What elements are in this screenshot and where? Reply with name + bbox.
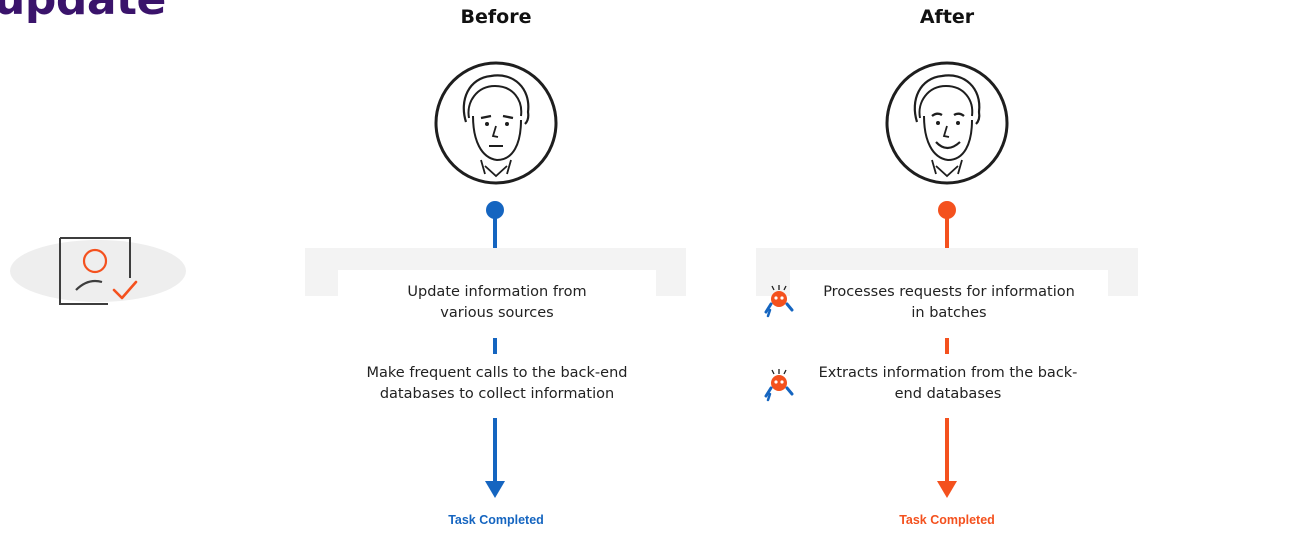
- before-start-dot: [486, 201, 504, 219]
- before-arrow-head: [485, 481, 505, 498]
- before-line-3: [493, 418, 497, 482]
- after-step-1: Processes requests for information in ba…: [790, 270, 1108, 324]
- before-step-2-line-2: databases to collect information: [379, 386, 615, 402]
- after-line-3: [945, 418, 949, 482]
- before-step-1-line-1: Update information from: [407, 284, 587, 300]
- after-step-2-line-2: end databases: [894, 386, 1002, 402]
- after-step-2-line-1: Extracts information from the back-: [818, 365, 1078, 381]
- after-step-1-line-2: in batches: [911, 305, 987, 321]
- before-step-1: Update information from various sources: [338, 270, 656, 324]
- before-step-2-line-1: Make frequent calls to the back-end: [366, 365, 628, 381]
- before-step-1-line-2: various sources: [440, 305, 554, 321]
- neutral-face-avatar: [434, 61, 558, 185]
- after-result: Task Completed: [899, 513, 995, 527]
- after-step-1-line-1: Processes requests for information: [823, 284, 1075, 300]
- before-result: Task Completed: [448, 513, 544, 527]
- before-avatar: [433, 60, 559, 186]
- after-avatar: [884, 60, 1010, 186]
- user-check-icon: [59, 237, 138, 305]
- bot-icon: [764, 285, 794, 318]
- before-line-2: [493, 338, 497, 354]
- smiling-face-avatar: [885, 61, 1009, 185]
- after-line-2: [945, 338, 949, 354]
- after-step-2: Extracts information from the back- end …: [796, 363, 1100, 405]
- after-heading: After: [919, 6, 975, 28]
- emblem: [10, 237, 186, 305]
- bot-icon: [764, 369, 794, 402]
- before-step-2: Make frequent calls to the back-end data…: [320, 363, 674, 405]
- before-heading: Before: [460, 6, 532, 28]
- after-arrow-head: [937, 481, 957, 498]
- section-title: update: [0, 0, 166, 22]
- after-start-dot: [938, 201, 956, 219]
